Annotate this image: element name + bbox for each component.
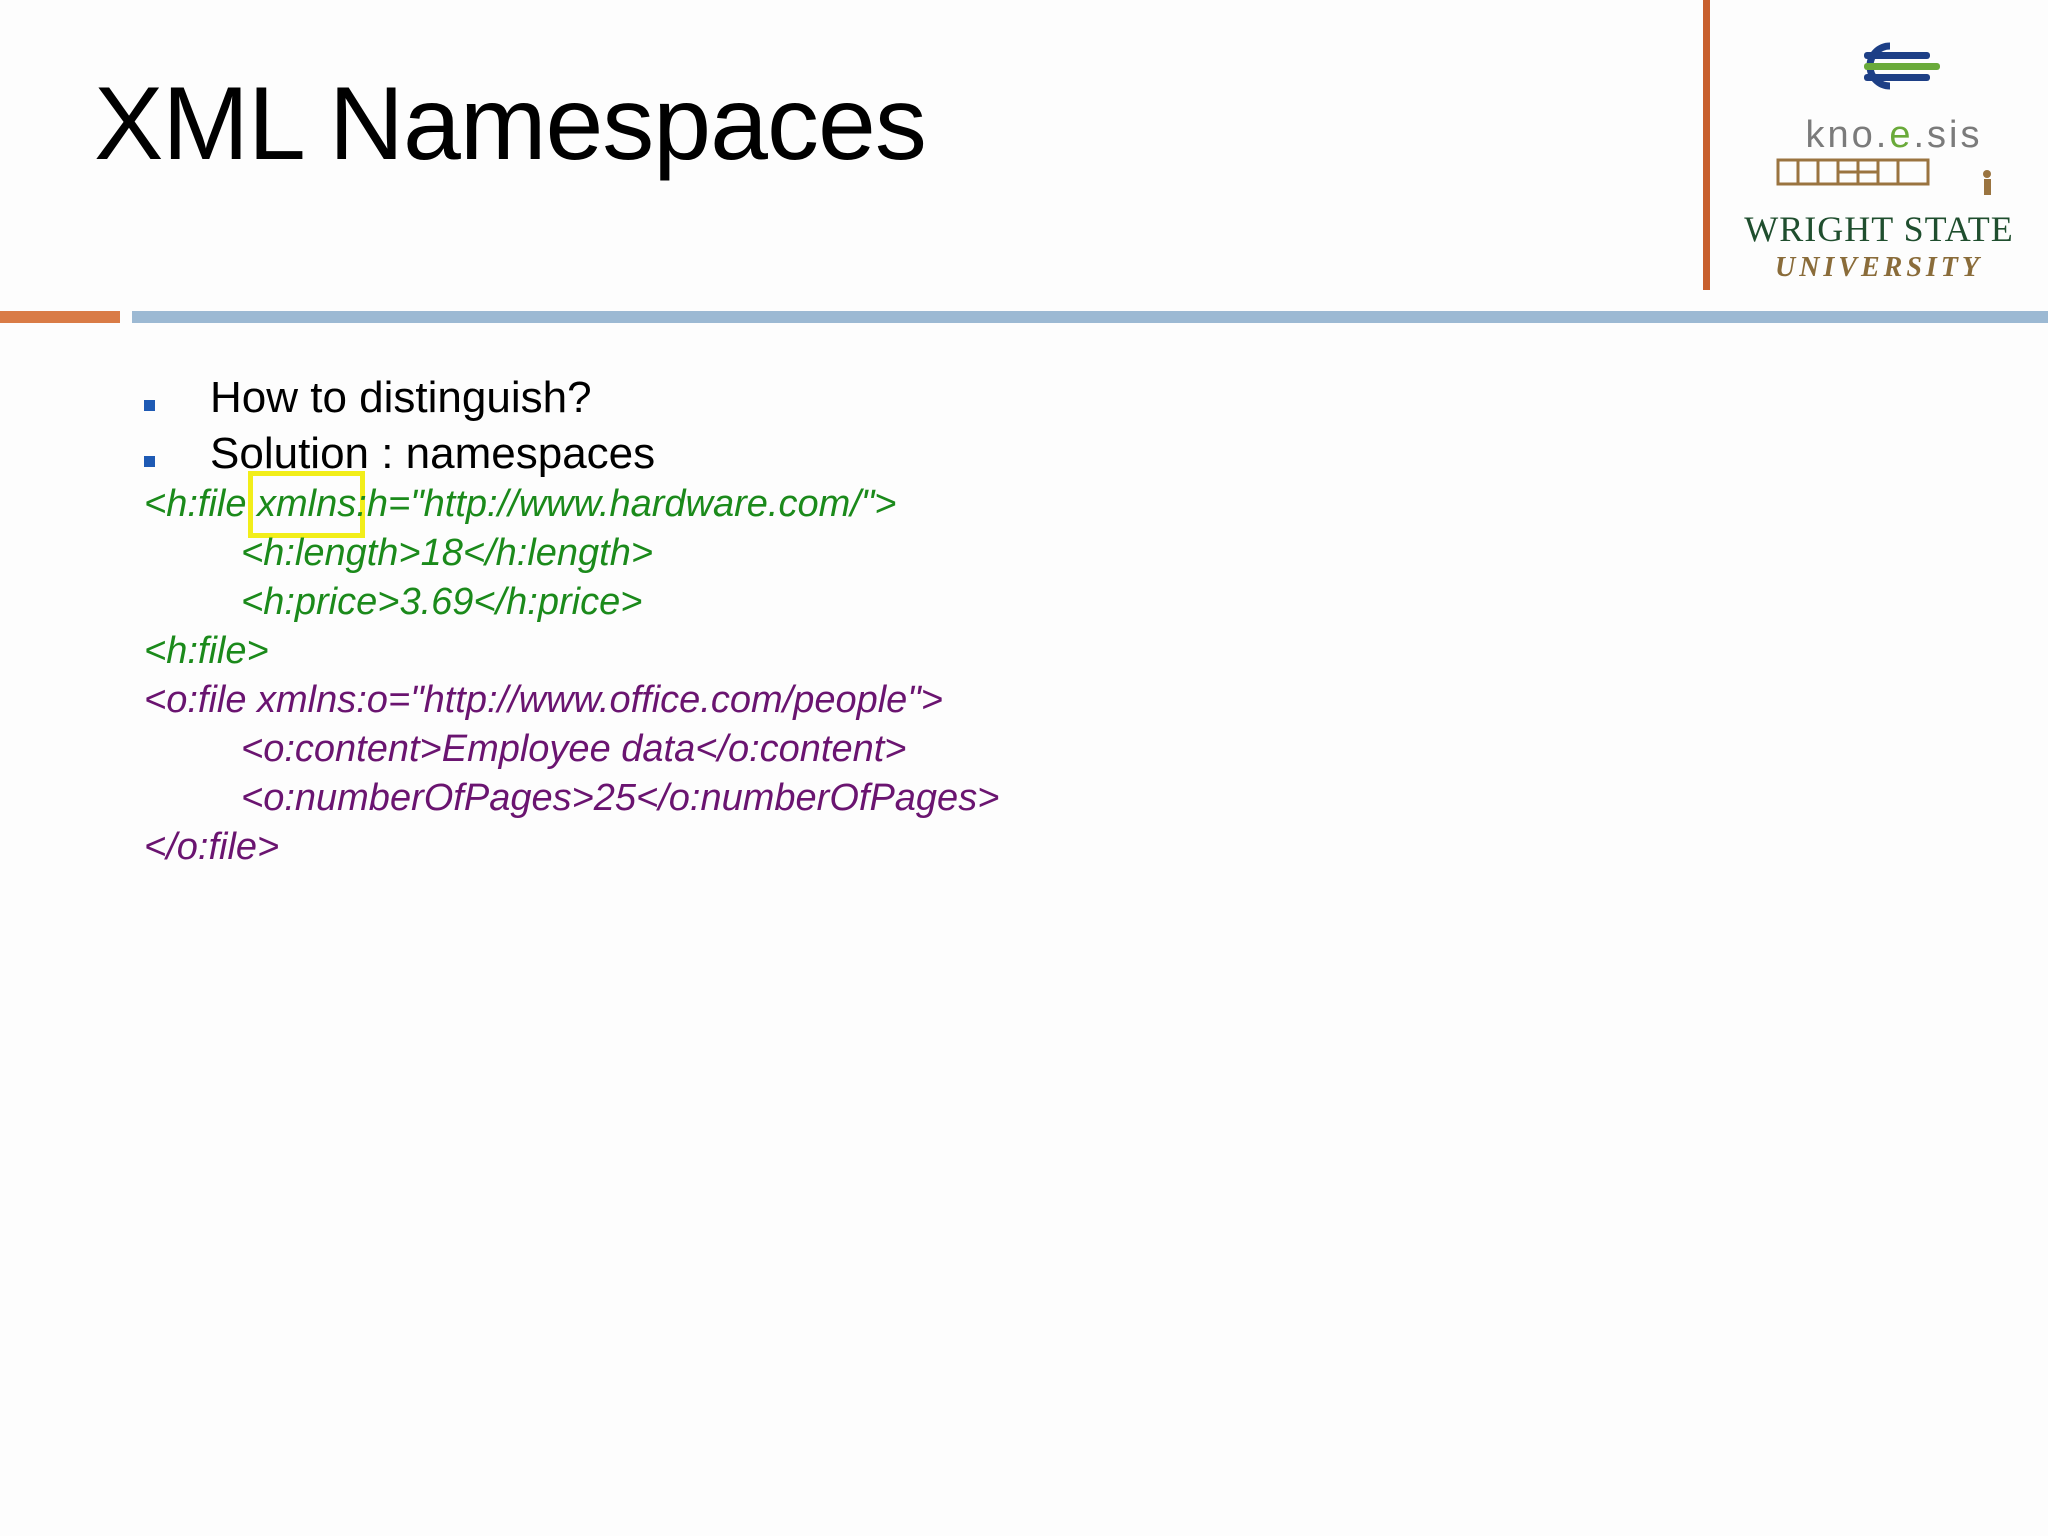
code-line-hardware-open: <h:file xmlns:h="http://www.hardware.com… <box>144 471 999 538</box>
university-name: WRIGHT STATE <box>1744 209 2014 249</box>
code-line-office-content: <o:content>Employee data</o:content> <box>241 728 907 770</box>
wright-flyer-icon <box>1776 158 1991 195</box>
code-line-office-close: </o:file> <box>144 826 280 868</box>
knoesis-e-icon <box>1864 42 1940 90</box>
code-token: :h="http://www.hardware.com/"> <box>356 483 897 525</box>
bullet-list: How to distinguish? Solution : namespace… <box>140 370 655 482</box>
university-subtitle: UNIVERSITY <box>1774 252 1984 283</box>
header-rule-blue <box>132 311 2048 323</box>
xml-code-block: <h:file xmlns:h="http://www.hardware.com… <box>144 471 1000 872</box>
code-token: <h:file <box>144 483 258 525</box>
bullet-item: Solution : namespaces <box>140 426 655 482</box>
vertical-divider <box>1703 0 1710 290</box>
code-line-office-pages: <o:numberOfPages>25</o:numberOfPages> <box>241 777 1000 819</box>
slide-title: XML Namespaces <box>94 66 927 182</box>
header-rule-orange <box>0 311 120 323</box>
xmlns-highlight-box: xmlns <box>248 471 366 538</box>
knoesis-wordmark: kno.e.sis <box>1805 114 1983 156</box>
bullet-text: How to distinguish? <box>210 373 592 422</box>
bullet-item: How to distinguish? <box>140 370 655 426</box>
bullet-text: Solution : namespaces <box>210 429 656 478</box>
code-line-hardware-price: <h:price>3.69</h:price> <box>241 581 643 623</box>
bullet-marker-icon <box>144 400 155 411</box>
code-line-hardware-length: <h:length>18</h:length> <box>241 532 654 574</box>
bullet-marker-icon <box>144 456 155 467</box>
code-line-hardware-close: <h:file> <box>144 630 269 672</box>
knoesis-wright-state-logo: kno.e.sis WRIGHT STATE UNIVERSITY <box>1716 30 2042 292</box>
code-line-office-open: <o:file xmlns:o="http://www.office.com/p… <box>144 679 943 721</box>
